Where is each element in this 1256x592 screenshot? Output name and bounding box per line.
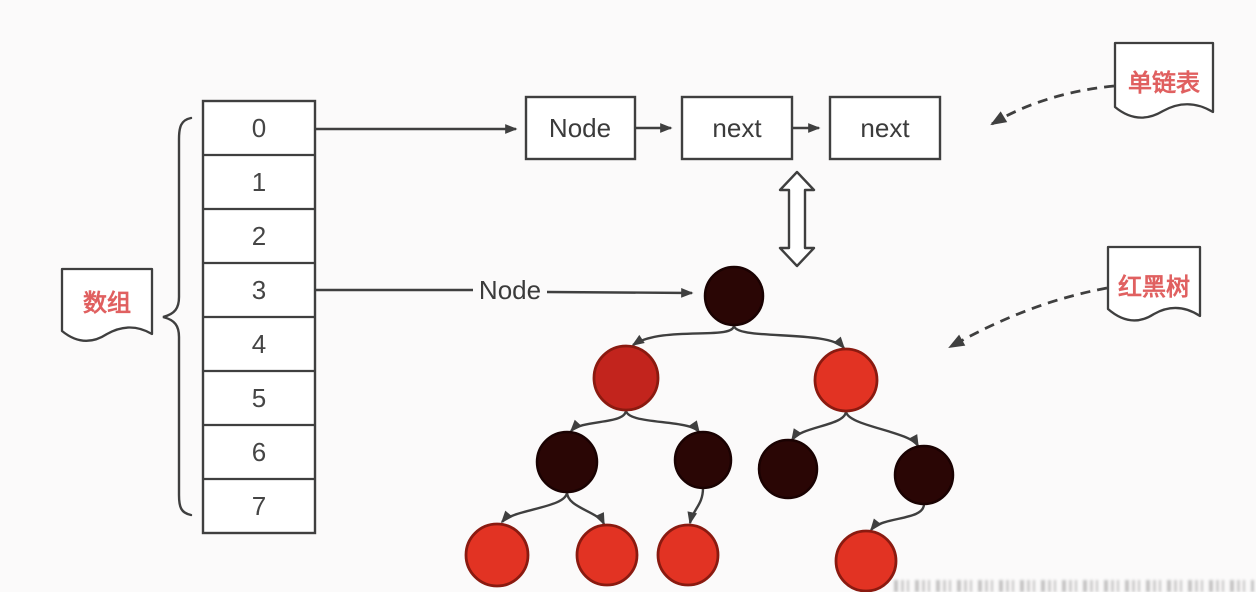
array-cell-dividers [203, 153, 315, 481]
tree-node-l3-2-black [673, 430, 733, 490]
edge-l2left-l3b [624, 409, 700, 434]
linked-list-note-label: 单链表 [1128, 69, 1201, 97]
linked-list-note: 单链表 [990, 41, 1215, 126]
tree-pointer-label: Node [479, 275, 541, 305]
tree-node-l3-4-black [893, 444, 955, 506]
tree-node-l4-3-red [656, 523, 720, 587]
array-note-shape [60, 267, 154, 342]
tree-node-l3-1-black [535, 430, 599, 494]
edge-l2right-l3d [844, 410, 920, 448]
list-next2-box [828, 95, 942, 161]
edge-l3d-l4d [869, 503, 926, 532]
list-next2-label: next [860, 113, 910, 143]
tree-note-arrow [948, 286, 1108, 349]
array-cell-4: 4 [252, 329, 266, 359]
array-cell-6: 6 [252, 437, 266, 467]
tree-node-l4-2-red [575, 523, 639, 587]
edge-l3b-l4c [687, 487, 705, 525]
edge-root-l2left [631, 324, 736, 347]
array-cell-7: 7 [252, 491, 266, 521]
watermark [894, 580, 1254, 592]
linked-list-note-shape [1113, 41, 1215, 119]
list-node-label: Node [549, 113, 611, 143]
array-cell-1: 1 [252, 167, 266, 197]
array-note-label: 数组 [83, 290, 131, 317]
tree-edges [500, 324, 926, 532]
tree-note-label: 红黑树 [1118, 273, 1190, 301]
linked-list-note-arrow [990, 84, 1115, 126]
edge-l3a-l4b [565, 491, 606, 526]
array-cell-5: 5 [252, 383, 266, 413]
array-cell-0: 0 [252, 113, 266, 143]
arrow-nodelabel-to-root [546, 288, 694, 298]
edge-l3a-l4a [500, 491, 569, 524]
array-cell-2: 2 [252, 221, 266, 251]
tree-note-shape [1106, 245, 1202, 322]
tree-node-l4-4-red [834, 529, 898, 592]
tree-node-root-black [703, 265, 765, 327]
array-cell-3: 3 [252, 275, 266, 305]
tree-note: 红黑树 [948, 245, 1202, 349]
linked-list: Node next next [315, 95, 942, 161]
array-brace [162, 116, 193, 517]
edge-root-l2right [732, 324, 846, 350]
tree-node-l3-3-black [757, 438, 819, 500]
array-table: 0 1 2 3 4 5 6 7 [201, 99, 317, 535]
edge-l2right-l3c [790, 410, 848, 442]
list-next1-box [680, 95, 794, 161]
edge-l2left-l3a [569, 409, 628, 433]
list-node-box [524, 95, 637, 161]
list-next1-label: next [712, 113, 762, 143]
red-black-tree [464, 265, 955, 592]
tree-node-l2-right-red [813, 347, 879, 413]
array-note: 数组 [60, 267, 154, 342]
tree-node-l4-1-red [464, 522, 530, 588]
tree-node-l2-left-red [592, 344, 660, 412]
list-tree-convert-arrow [778, 170, 816, 268]
